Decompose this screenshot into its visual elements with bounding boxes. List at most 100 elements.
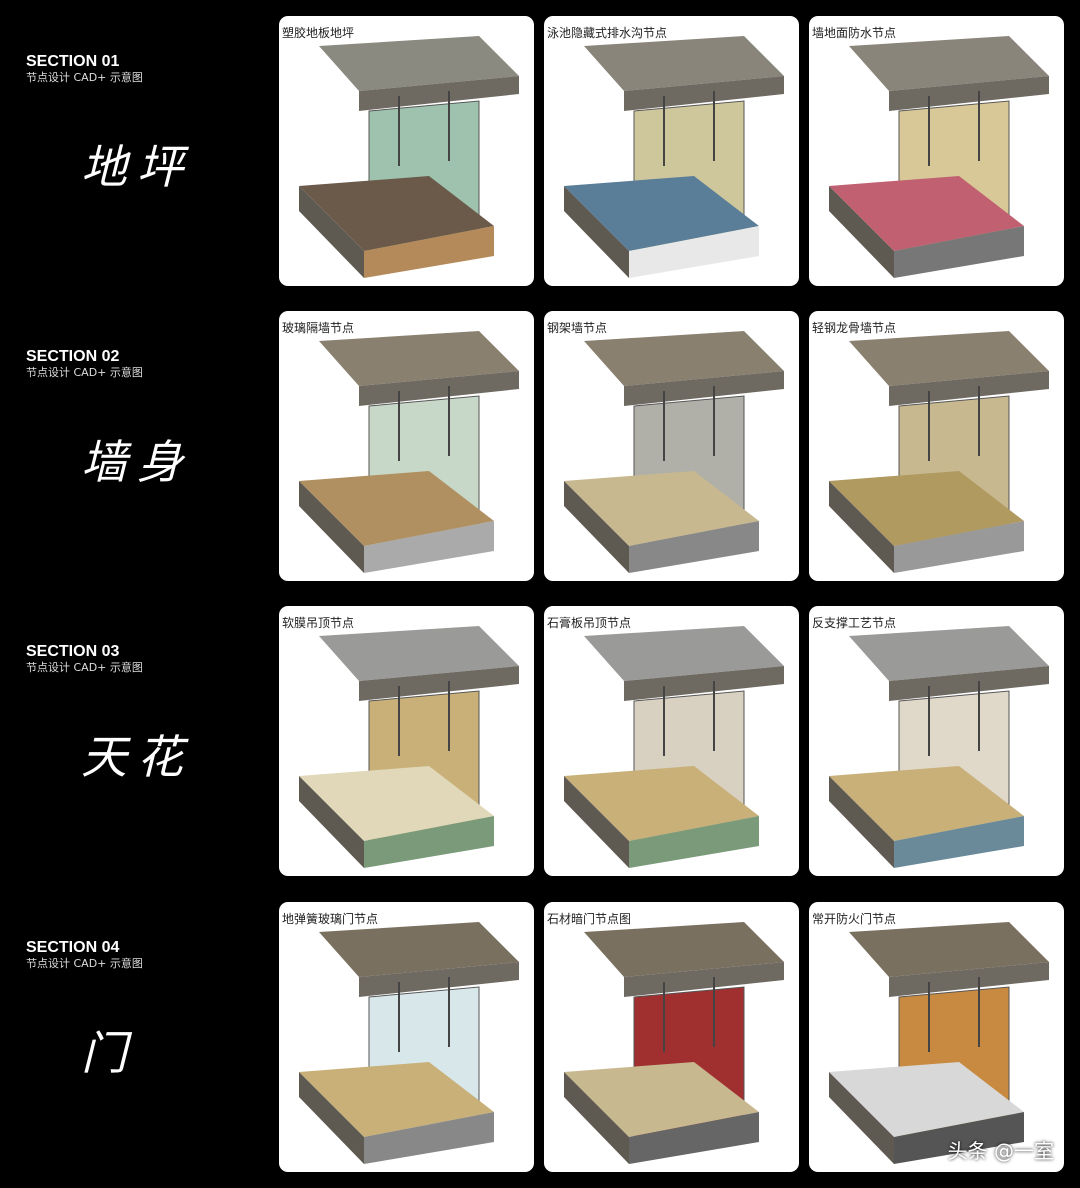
base-side <box>564 776 629 868</box>
section-3: SECTION 03 节点设计 CAD+ 示意图 天花 <box>26 643 266 784</box>
watermark: 头条 @一室 <box>947 1139 1054 1163</box>
layer <box>564 176 759 251</box>
card-title: 常开防火门节点 <box>812 912 897 926</box>
detail-illustration <box>299 626 519 868</box>
detail-card[interactable]: 反支撑工艺节点 <box>809 606 1064 876</box>
slab-top <box>319 922 519 977</box>
detail-illustration <box>564 36 784 278</box>
section-heading: 墙身 <box>81 435 193 489</box>
section-title: SECTION 04 <box>26 939 120 956</box>
slab-top <box>584 36 784 91</box>
detail-card[interactable]: 地弹簧玻璃门节点 <box>279 902 534 1172</box>
section-subtitle: 节点设计 CAD+ 示意图 <box>26 71 143 84</box>
base <box>894 521 1024 573</box>
card-title: 钢架墙节点 <box>547 321 608 335</box>
card-title: 泳池隐藏式排水沟节点 <box>547 26 668 40</box>
layer <box>299 1062 494 1137</box>
slab-top <box>319 626 519 681</box>
layer <box>829 176 1024 251</box>
base <box>629 521 759 573</box>
detail-card[interactable]: 塑胶地板地坪 <box>279 16 534 286</box>
section-title: SECTION 03 <box>26 643 120 660</box>
card-title: 墙地面防水节点 <box>812 26 897 40</box>
detail-illustration <box>299 922 519 1164</box>
card-title: 轻钢龙骨墙节点 <box>812 321 897 335</box>
detail-illustration <box>829 36 1049 278</box>
section-heading: 天花 <box>81 730 193 784</box>
base-side <box>564 186 629 278</box>
base-side <box>299 481 364 573</box>
base <box>364 226 494 278</box>
base <box>894 1112 1024 1164</box>
layer <box>299 471 494 546</box>
base <box>629 226 759 278</box>
layer <box>564 1062 759 1137</box>
detail-card[interactable]: 玻璃隔墙节点 <box>279 311 534 581</box>
detail-card[interactable]: 钢架墙节点 <box>544 311 799 581</box>
base <box>364 816 494 868</box>
slab-top <box>584 922 784 977</box>
base <box>894 226 1024 278</box>
base-side <box>829 481 894 573</box>
section-2: SECTION 02 节点设计 CAD+ 示意图 墙身 <box>26 348 266 489</box>
base-side <box>829 186 894 278</box>
base-side <box>299 776 364 868</box>
slab-top <box>849 922 1049 977</box>
section-title: SECTION 02 <box>26 348 120 365</box>
slab-top <box>584 626 784 681</box>
layer <box>564 766 759 841</box>
card-title: 地弹簧玻璃门节点 <box>282 912 379 926</box>
detail-card[interactable]: 常开防火门节点 <box>809 902 1064 1172</box>
card-title: 软膜吊顶节点 <box>282 616 355 630</box>
layer <box>829 471 1024 546</box>
base <box>629 816 759 868</box>
detail-illustration <box>829 626 1049 868</box>
base <box>629 1112 759 1164</box>
detail-card[interactable]: 泳池隐藏式排水沟节点 <box>544 16 799 286</box>
layer <box>299 176 494 251</box>
detail-illustration <box>299 331 519 573</box>
section-heading: 地坪 <box>81 140 193 194</box>
card-title: 塑胶地板地坪 <box>282 26 355 40</box>
detail-illustration <box>564 331 784 573</box>
card-title: 石膏板吊顶节点 <box>547 616 632 630</box>
section-1: SECTION 01 节点设计 CAD+ 示意图 地坪 <box>26 53 266 194</box>
detail-illustration <box>299 36 519 278</box>
layer <box>829 766 1024 841</box>
slab-top <box>849 36 1049 91</box>
section-subtitle: 节点设计 CAD+ 示意图 <box>26 366 143 379</box>
slab-top <box>319 36 519 91</box>
detail-illustration <box>564 922 784 1164</box>
base-side <box>564 481 629 573</box>
section-heading: 门 <box>81 1026 137 1080</box>
slab-top <box>849 626 1049 681</box>
slab-top <box>584 331 784 386</box>
base <box>894 816 1024 868</box>
base-side <box>299 186 364 278</box>
detail-illustration <box>829 922 1049 1164</box>
detail-card[interactable]: 石膏板吊顶节点 <box>544 606 799 876</box>
base <box>364 521 494 573</box>
base-side <box>564 1072 629 1164</box>
slab-top <box>849 331 1049 386</box>
detail-card[interactable]: 石材暗门节点图 <box>544 902 799 1172</box>
section-title: SECTION 01 <box>26 53 120 70</box>
layer <box>564 471 759 546</box>
section-subtitle: 节点设计 CAD+ 示意图 <box>26 661 143 674</box>
slab-top <box>319 331 519 386</box>
detail-card[interactable]: 软膜吊顶节点 <box>279 606 534 876</box>
layer <box>829 1062 1024 1137</box>
card-title: 石材暗门节点图 <box>547 912 632 926</box>
section-4: SECTION 04 节点设计 CAD+ 示意图 门 <box>26 939 266 1080</box>
detail-card[interactable]: 轻钢龙骨墙节点 <box>809 311 1064 581</box>
detail-illustration <box>829 331 1049 573</box>
layer <box>299 766 494 841</box>
card-title: 玻璃隔墙节点 <box>282 321 355 335</box>
base-side <box>299 1072 364 1164</box>
base-side <box>829 1072 894 1164</box>
base-side <box>829 776 894 868</box>
base <box>364 1112 494 1164</box>
card-title: 反支撑工艺节点 <box>812 616 897 630</box>
detail-illustration <box>564 626 784 868</box>
detail-card[interactable]: 墙地面防水节点 <box>809 16 1064 286</box>
